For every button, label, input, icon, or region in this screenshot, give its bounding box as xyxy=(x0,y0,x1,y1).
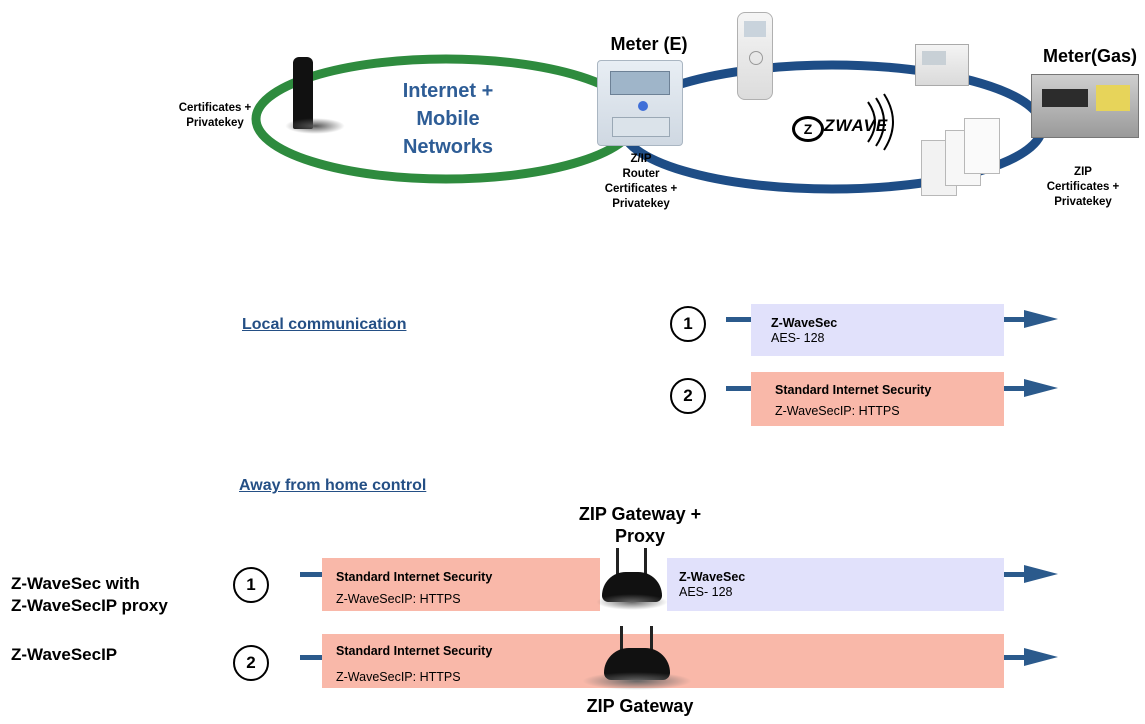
local-row1-title: Z-WaveSec xyxy=(771,316,838,330)
gas-meter-icon xyxy=(1031,74,1139,138)
away-row2-arrow-icon xyxy=(1024,648,1058,666)
local-row1-box: Z-WaveSec AES- 128 xyxy=(751,304,1004,356)
away-title: Away from home control xyxy=(239,477,427,494)
away-row1-left-box: Standard Internet Security Z-WaveSecIP: … xyxy=(322,558,600,611)
cert-left-label: Certificates + Privatekey xyxy=(178,102,252,129)
local-row1-arrow-icon xyxy=(1024,310,1058,328)
away-row1-label: Z-WaveSec with Z-WaveSecIP proxy xyxy=(11,574,168,615)
zwave-logo-text: ZWAVE xyxy=(824,116,889,135)
gateway-proxy-router-icon xyxy=(596,548,668,612)
local-row1-sub: AES- 128 xyxy=(771,331,825,345)
electric-meter-icon xyxy=(597,60,683,146)
away-row1-right-box: Z-WaveSec AES- 128 xyxy=(667,558,1004,611)
local-row2-bar-right xyxy=(1004,386,1030,391)
local-row1-number: 1 xyxy=(670,306,706,342)
local-row2-sub: Z-WaveSecIP: HTTPS xyxy=(775,404,900,418)
meter-gas-title: Meter(Gas) xyxy=(1042,46,1138,66)
gateway-label: ZIP Gateway xyxy=(586,696,694,716)
zwave-waves-icon xyxy=(867,93,894,151)
mobile-device-icon xyxy=(293,57,313,129)
away-row1-left-sub: Z-WaveSecIP: HTTPS xyxy=(336,592,461,606)
local-row2-bar-left xyxy=(726,386,751,391)
local-row1-bar-right xyxy=(1004,317,1030,322)
local-row2-box: Standard Internet Security Z-WaveSecIP: … xyxy=(751,372,1004,426)
gateway-router-icon xyxy=(582,626,692,692)
away-row1-bar-left xyxy=(300,572,322,577)
away-row2-sub: Z-WaveSecIP: HTTPS xyxy=(336,670,461,684)
away-row1-number: 1 xyxy=(233,567,269,603)
away-row1-arrow-icon xyxy=(1024,565,1058,583)
local-row2-title: Standard Internet Security xyxy=(775,383,932,397)
zwave-z-icon: Z xyxy=(792,116,824,142)
local-communication-title: Local communication xyxy=(242,316,407,333)
wall-switch-icon xyxy=(964,118,1000,174)
local-row2-arrow-icon xyxy=(1024,379,1058,397)
meter-gas-caption: ZIP Certificates + Privatekey xyxy=(1046,166,1120,208)
away-row2-label: Z-WaveSecIP xyxy=(11,645,118,664)
away-row1-right-sub: AES- 128 xyxy=(679,585,733,599)
meter-e-title: Meter (E) xyxy=(610,34,688,54)
local-row1-bar-left xyxy=(726,317,751,322)
away-row1-left-title: Standard Internet Security xyxy=(336,570,493,584)
away-row1-right-title: Z-WaveSec xyxy=(679,570,746,584)
internet-networks-label: Internet + Mobile Networks xyxy=(402,80,494,158)
away-row1-bar-right xyxy=(1004,572,1030,577)
away-row2-number: 2 xyxy=(233,645,269,681)
zwave-logo: Z ZWAVE xyxy=(790,93,910,158)
device-shadow xyxy=(285,118,345,134)
local-row2-number: 2 xyxy=(670,378,706,414)
thermostat-icon xyxy=(915,44,969,86)
meter-e-caption: Z/IP Router Certificates + Privatekey xyxy=(604,153,678,210)
remote-control-icon xyxy=(737,12,773,100)
away-row2-bar-left xyxy=(300,655,322,660)
away-row2-bar-right xyxy=(1004,655,1030,660)
gateway-proxy-label: ZIP Gateway + Proxy xyxy=(578,504,702,546)
away-row2-title: Standard Internet Security xyxy=(336,644,493,658)
